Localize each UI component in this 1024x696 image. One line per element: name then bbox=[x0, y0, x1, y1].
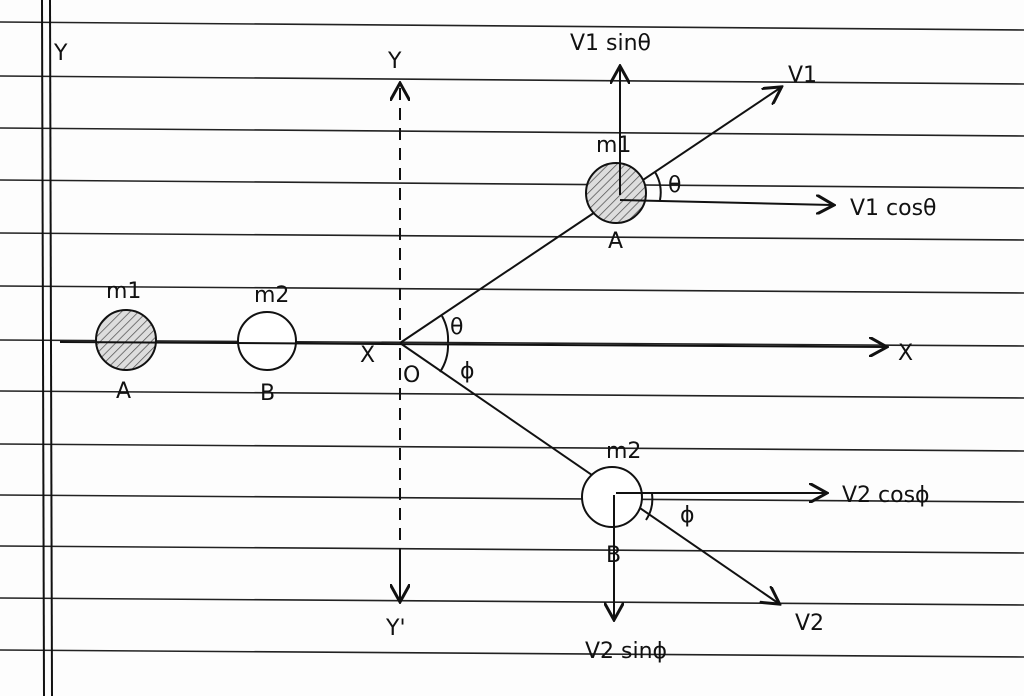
v1-sin-label: V1 sinθ bbox=[570, 31, 651, 56]
v2-cos-label: V2 cosϕ bbox=[842, 483, 930, 508]
theta-arc-ball bbox=[654, 171, 662, 201]
v2-label: V2 bbox=[795, 611, 824, 636]
outer-y-label: Y bbox=[53, 41, 68, 66]
ruled-lines bbox=[0, 21, 1024, 658]
y-axis-top-label: Y bbox=[387, 49, 402, 74]
ball-b-name-label: B bbox=[260, 381, 275, 406]
origin-label: O bbox=[403, 363, 420, 388]
x-axis-right-label: X bbox=[898, 341, 913, 366]
ball-a-mass-label: m1 bbox=[106, 279, 141, 304]
ball-a-after-mass-label: m1 bbox=[596, 133, 631, 158]
phi-label-ball: ϕ bbox=[680, 503, 695, 528]
v2-sin-label: V2 sinϕ bbox=[585, 639, 667, 664]
ball-b-before: m2 B bbox=[237, 283, 297, 406]
ball-a-after-name-label: A bbox=[608, 229, 623, 254]
ball-b-after: V2 ϕ m2 B V2 cosϕ V2 sinϕ ϕ bbox=[399, 342, 930, 664]
ball-b-after-mass-label: m2 bbox=[606, 439, 641, 464]
ball-a-after: V1 θ m1 A V1 sinθ V1 cosθ θ bbox=[399, 31, 937, 344]
phi-arc-ball bbox=[645, 493, 654, 521]
phi-label-origin: ϕ bbox=[460, 359, 475, 384]
ball-b-mass-label: m2 bbox=[254, 283, 289, 308]
v1-cos-label: V1 cosθ bbox=[850, 196, 937, 221]
phi-arc-origin bbox=[439, 343, 450, 373]
y-axis-bottom-label: Y' bbox=[385, 616, 406, 641]
v1-label: V1 bbox=[788, 63, 817, 88]
theta-label-ball: θ bbox=[668, 173, 681, 198]
outer-y-axis: Y bbox=[41, 0, 68, 696]
axes: X X Y Y' O bbox=[59, 49, 913, 641]
ball-a-before: m1 A bbox=[95, 279, 157, 404]
ball-a-name-label: A bbox=[116, 379, 131, 404]
theta-label-origin: θ bbox=[450, 315, 463, 340]
theta-arc-origin bbox=[441, 315, 450, 344]
x-axis-left-label: X bbox=[360, 343, 375, 368]
